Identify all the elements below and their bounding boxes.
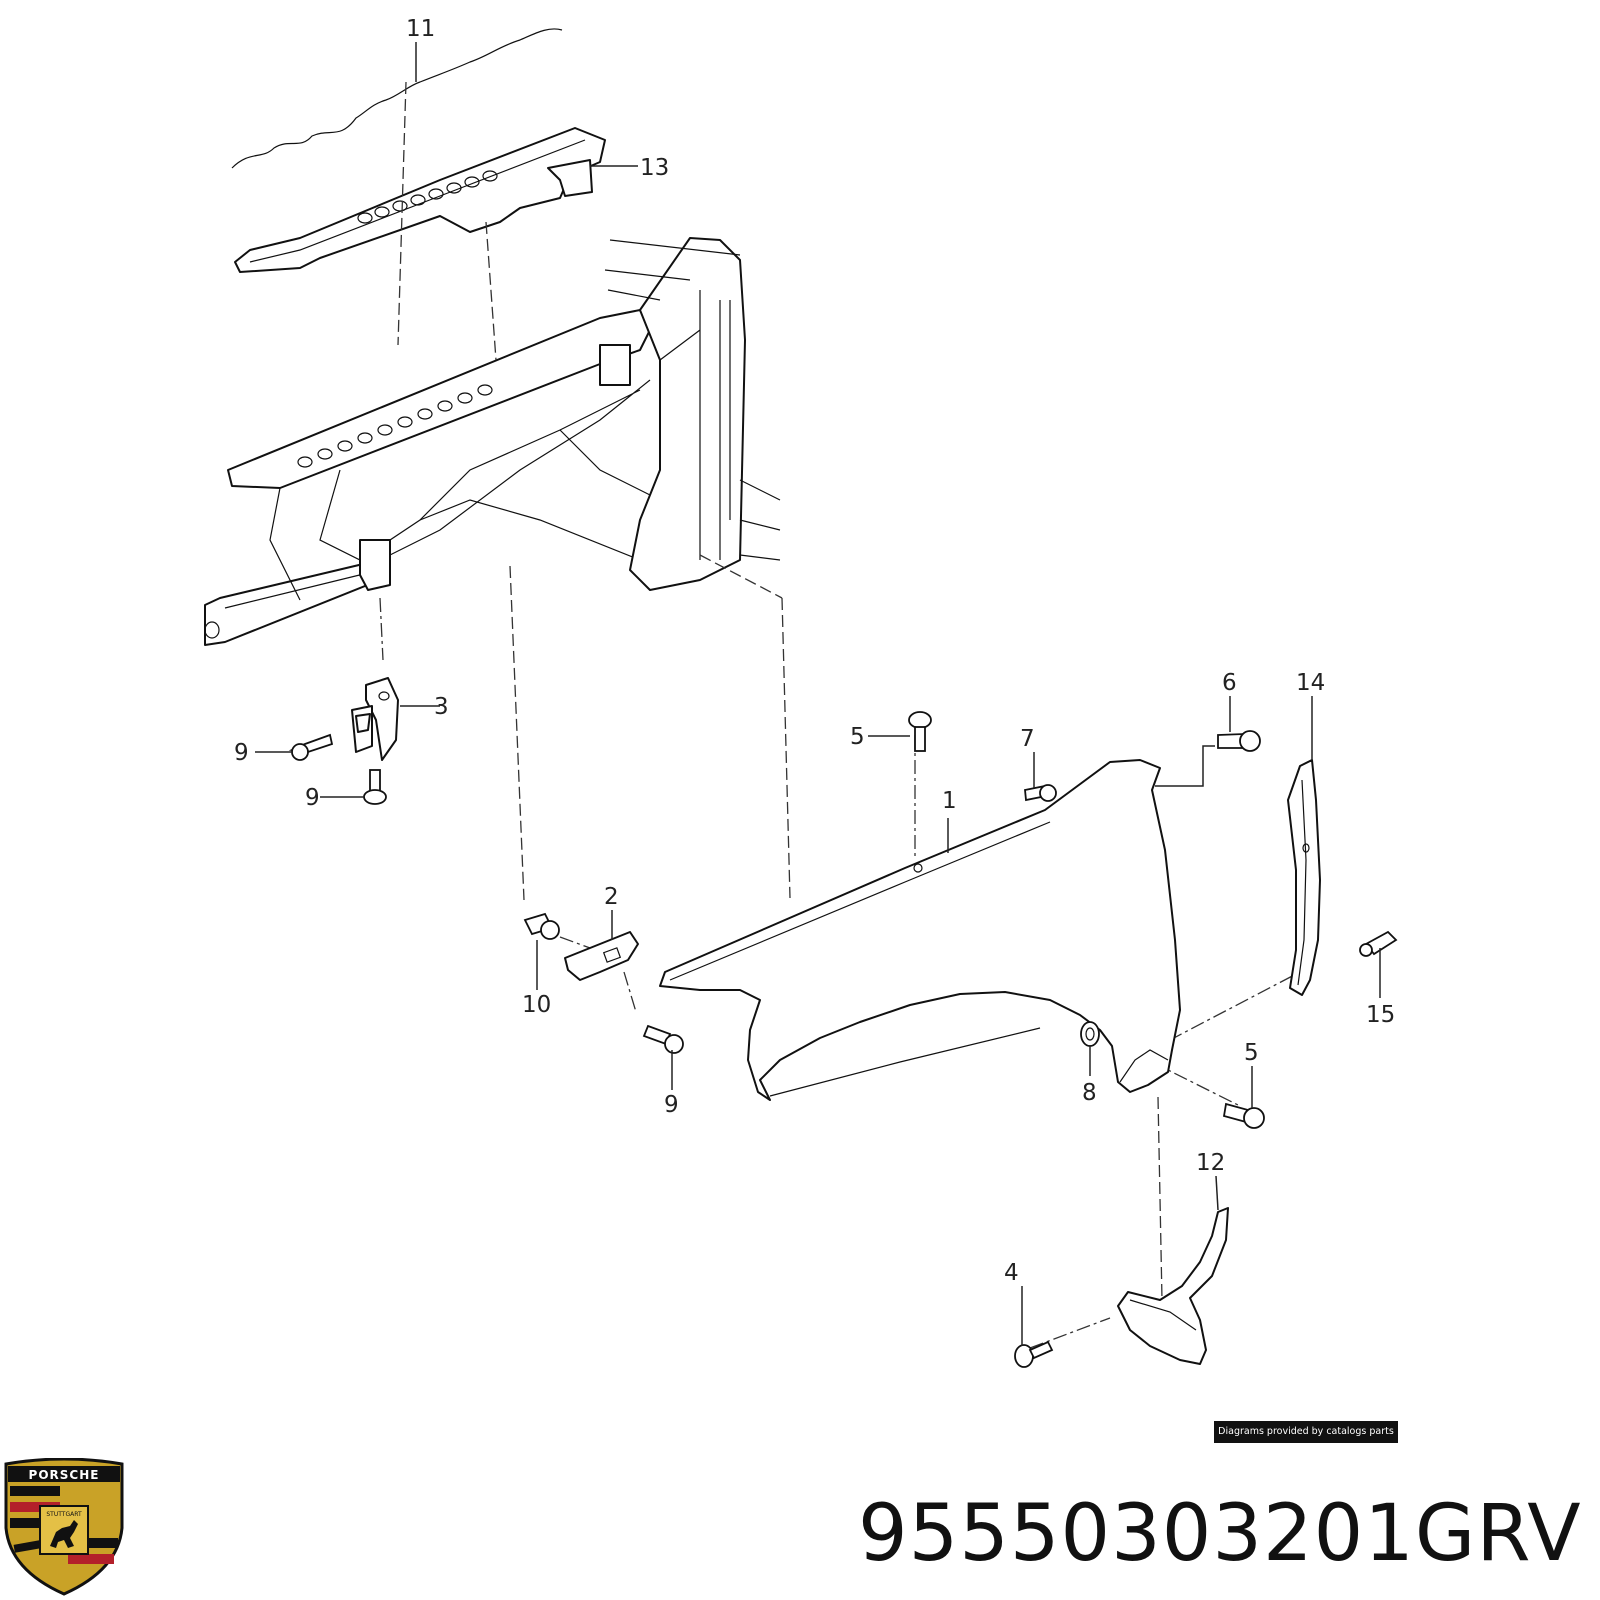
screw-5-top — [908, 711, 932, 752]
callout-15: 15 — [1366, 1002, 1395, 1028]
screw-9-center — [642, 1024, 684, 1054]
leader-lines — [379, 81, 1301, 1349]
svg-text:PORSCHE: PORSCHE — [29, 1468, 100, 1482]
diagram-credit-label: Diagrams provided by catalogs parts — [1214, 1421, 1398, 1443]
callout-11: 13 — [640, 155, 669, 181]
callout-3: 3 — [434, 694, 449, 720]
callout-10: 10 — [522, 992, 551, 1018]
callout-labels: 11 13 3 9 9 5 6 7 14 1 2 10 9 8 5 15 12 … — [234, 16, 1395, 1286]
callout-14: 14 — [1296, 670, 1325, 696]
nut-8 — [1080, 1021, 1100, 1047]
screw-6 — [1217, 730, 1261, 752]
clip-7 — [1024, 784, 1057, 802]
svg-text:STUTTGART: STUTTGART — [46, 1511, 82, 1518]
callout-1: 1 — [942, 788, 957, 814]
callout-8: 8 — [1082, 1080, 1097, 1106]
callout-7: 7 — [1020, 726, 1035, 752]
part-3-bracket — [351, 677, 399, 761]
callout-5-top: 5 — [850, 724, 865, 750]
fastener-10 — [523, 912, 560, 940]
screw-13 — [1014, 1340, 1054, 1368]
part-11-upper-rail — [234, 127, 606, 273]
screw-9-left — [288, 733, 334, 761]
part-4-seal-strip — [231, 28, 563, 169]
screw-5-lower — [1222, 1102, 1265, 1129]
callout-4: 11 — [406, 16, 435, 42]
callout-5-lower: 5 — [1244, 1040, 1259, 1066]
callout-9-lower: 9 — [305, 785, 320, 811]
callout-leaders — [255, 42, 1381, 1346]
callout-6: 6 — [1222, 670, 1237, 696]
callout-2: 2 — [604, 884, 619, 910]
porsche-crest-logo: PORSCHE STUTTGART — [4, 1458, 124, 1596]
callout-9-left: 9 — [234, 740, 249, 766]
screw-9-lower — [363, 769, 387, 805]
callout-13: 4 — [1004, 1260, 1019, 1286]
callout-12: 12 — [1196, 1150, 1225, 1176]
body-shell-front-structure — [204, 237, 781, 646]
part-2-bracket — [564, 931, 639, 981]
part-14-fender-bracket — [1287, 759, 1321, 996]
part-1-front-fender — [659, 759, 1181, 1101]
part-number: 95550303201GRV — [858, 1489, 1582, 1579]
clip-15 — [1359, 930, 1398, 957]
callout-9-center: 9 — [664, 1092, 679, 1118]
part-12-mud-flap — [1117, 1207, 1229, 1365]
